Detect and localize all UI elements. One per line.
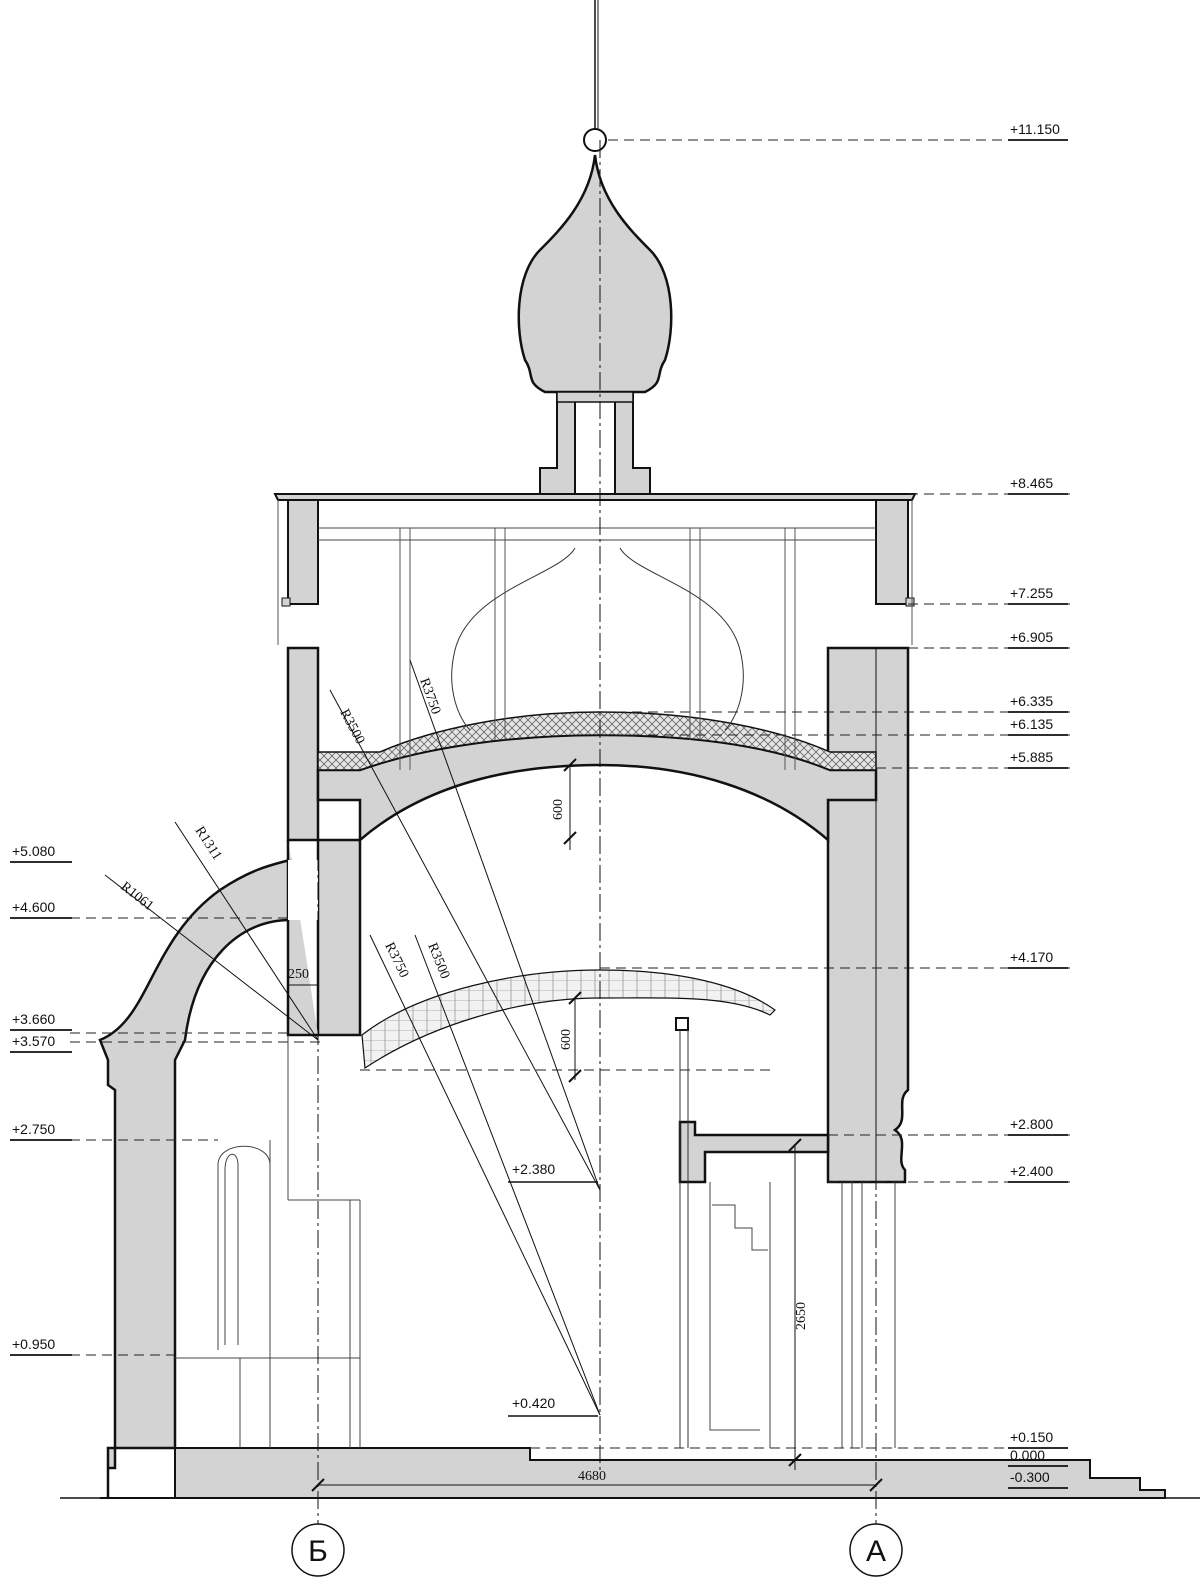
level-left-label-0: +5.080 — [12, 843, 55, 859]
level-right-label-6: +5.885 — [1010, 749, 1053, 765]
gallery-slab — [678, 1120, 830, 1184]
level-left-label-3: +3.570 — [12, 1033, 55, 1049]
level-left-label-4: +2.750 — [12, 1121, 55, 1137]
apse-wall — [98, 858, 292, 1498]
radius-label-3: R1311 — [192, 824, 225, 863]
level-right-label-3: +6.905 — [1010, 629, 1053, 645]
level-center-2: +0.420 — [512, 1395, 555, 1411]
drum-wall-right — [875, 499, 909, 605]
radius-label-4: R1061 — [118, 879, 157, 914]
dim-vault-upper: 600 — [551, 799, 566, 820]
level-right-label-7: +4.170 — [1010, 949, 1053, 965]
level-right-label-1: +8.465 — [1010, 475, 1053, 491]
level-left-label-1: +4.600 — [12, 899, 55, 915]
dim-opening-height: 2650 — [794, 1302, 809, 1330]
foundation — [100, 1447, 1166, 1499]
onion-dome — [517, 154, 673, 394]
axis-label-b: Б — [308, 1535, 328, 1568]
main-wall-right — [826, 646, 910, 1184]
axis-bubble-a — [849, 1523, 903, 1577]
level-right-label-0: +11.150 — [1010, 121, 1060, 137]
level-right-label-12: -0.300 — [1010, 1469, 1050, 1485]
level-right-label-10: +0.150 — [1010, 1429, 1053, 1445]
level-right-label-9: +2.400 — [1010, 1163, 1053, 1179]
level-center-1: +2.380 — [512, 1161, 555, 1177]
radius-label-5: R3750 — [381, 940, 411, 980]
level-right-label-2: +7.255 — [1010, 585, 1053, 601]
dim-wall-offset: 250 — [288, 967, 309, 982]
dome-neck — [539, 391, 651, 495]
level-left-label-5: +0.950 — [12, 1336, 55, 1352]
level-left-label-2: +3.660 — [12, 1011, 55, 1027]
dim-axis-span: 4680 — [578, 1469, 606, 1484]
radius-label-6: R3500 — [424, 941, 452, 981]
dome-finial — [583, 128, 607, 152]
axis-bubble-b — [291, 1523, 345, 1577]
drum-wall-left — [287, 499, 319, 605]
dim-vault-lower: 600 — [559, 1029, 574, 1050]
level-right-label-5: +6.135 — [1010, 716, 1053, 732]
level-right-label-11: 0.000 — [1010, 1447, 1045, 1463]
lower-vault — [361, 969, 776, 1070]
radius-label-2: R3750 — [416, 676, 443, 716]
level-right-label-8: +2.800 — [1010, 1116, 1053, 1132]
axis-label-a: А — [866, 1535, 886, 1568]
radius-label-1: R3500 — [336, 707, 367, 747]
level-right-label-4: +6.335 — [1010, 693, 1053, 709]
